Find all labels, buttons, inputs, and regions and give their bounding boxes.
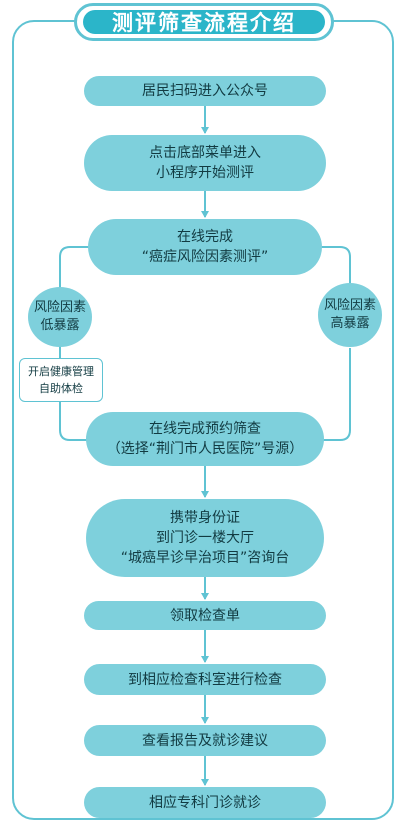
health-management-note: 开启健康管理 自助体检 — [19, 358, 103, 402]
step-line: 到相应检查科室进行检查 — [128, 671, 282, 688]
step-open-miniprogram: 点击底部菜单进入 小程序开始测评 — [84, 135, 326, 191]
note-line: 开启健康管理 — [28, 365, 94, 378]
step-line: 领取检查单 — [170, 607, 240, 624]
branch-line: 高暴露 — [330, 316, 370, 331]
step-online-assessment: 在线完成 “癌症风险因素测评” — [88, 219, 322, 275]
branch-line: 低暴露 — [40, 318, 80, 333]
branch-high-risk: 风险因素 高暴露 — [318, 283, 382, 347]
note-line: 自助体检 — [39, 382, 83, 395]
step-do-exam: 到相应检查科室进行检查 — [84, 664, 326, 695]
step-scan-qr: 居民扫码进入公众号 — [84, 76, 326, 106]
step-specialist-visit: 相应专科门诊就诊 — [84, 787, 326, 818]
step-line: “城癌早诊早治项目”咨询台 — [120, 550, 290, 566]
step-line: 在线完成 — [177, 229, 233, 245]
right-branch-line — [318, 246, 351, 283]
step-view-report: 查看报告及就诊建议 — [84, 725, 326, 756]
step-line: 在线完成预约筛查 — [149, 421, 261, 437]
title-badge: 测评筛查流程介绍 — [74, 3, 334, 41]
left-branch-line — [59, 246, 92, 288]
left-merge-line — [59, 402, 90, 441]
step-line: “癌症风险因素测评” — [141, 249, 269, 265]
step-line: （选择“荆门市人民医院”号源） — [106, 441, 304, 457]
step-line: 点击底部菜单进入 — [149, 145, 261, 161]
branch-line: 风险因素 — [323, 298, 376, 313]
step-line: 到门诊一楼大厅 — [156, 530, 254, 546]
page-title: 测评筛查流程介绍 — [83, 10, 325, 35]
right-merge-line — [322, 348, 351, 441]
step-get-exam-form: 领取检查单 — [84, 601, 326, 630]
step-line: 携带身份证 — [170, 510, 240, 526]
step-line: 小程序开始测评 — [156, 165, 254, 181]
step-book-screening: 在线完成预约筛查 （选择“荆门市人民医院”号源） — [86, 412, 324, 466]
step-line: 相应专科门诊就诊 — [149, 794, 261, 811]
step-visit-counter: 携带身份证 到门诊一楼大厅 “城癌早诊早治项目”咨询台 — [86, 499, 324, 577]
step-line: 查看报告及就诊建议 — [142, 732, 268, 749]
branch-line: 风险因素 — [33, 300, 86, 315]
step-line: 居民扫码进入公众号 — [142, 83, 268, 99]
branch-low-risk: 风险因素 低暴露 — [28, 287, 92, 347]
